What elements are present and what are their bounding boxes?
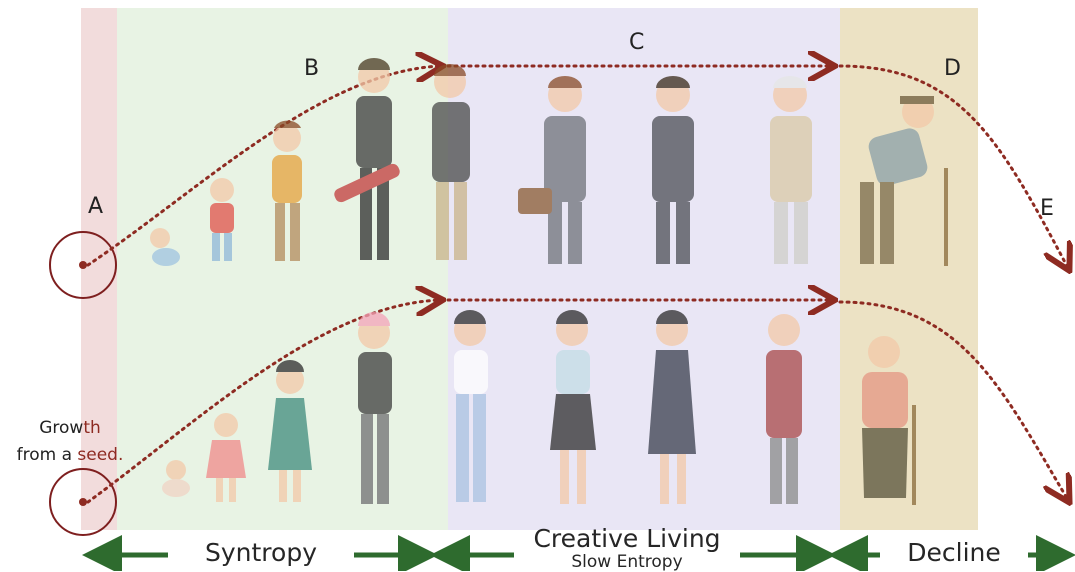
older-woman-figure xyxy=(766,314,802,504)
decline-path-bottom xyxy=(838,300,1068,500)
elderly-woman-with-cane-figure xyxy=(862,336,916,505)
young-woman-figure xyxy=(454,310,488,502)
toddler-girl-figure xyxy=(206,413,246,502)
decline-path-top xyxy=(838,64,1068,268)
phase-label-slow-entropy: Slow Entropy xyxy=(571,552,683,572)
businessman-figure xyxy=(518,76,586,264)
seed-circle-bottom xyxy=(49,468,117,536)
growth-caption-line2: from a seed. xyxy=(16,445,124,465)
teen-boy-figure xyxy=(334,58,400,260)
girl-figure xyxy=(268,360,312,502)
teen-girl-figure xyxy=(358,312,392,504)
woman-in-dress-figure xyxy=(648,310,696,504)
band-a xyxy=(81,8,117,530)
growth-path-top xyxy=(86,66,440,267)
baby-figure xyxy=(150,228,180,266)
young-man-figure xyxy=(432,64,470,260)
growth-caption: Growth from a seed. xyxy=(0,415,140,469)
growth-path-bottom xyxy=(86,300,440,504)
woman-figure xyxy=(550,310,596,504)
growth-caption-line1: Growth xyxy=(39,418,101,438)
phase-label-syntropy: Syntropy xyxy=(205,538,317,567)
phase-label-decline: Decline xyxy=(907,538,1001,567)
elderly-man-with-cane-figure xyxy=(860,96,948,266)
stage-label-a: A xyxy=(88,194,104,219)
boy-figure xyxy=(272,120,302,261)
older-man-figure xyxy=(770,76,812,264)
stage-label-b: B xyxy=(304,56,320,81)
stage-label-c: C xyxy=(629,30,645,55)
stage-label-e: E xyxy=(1040,196,1054,221)
man-on-phone-figure xyxy=(652,76,694,264)
stage-label-d: D xyxy=(944,56,961,81)
seed-circle-top xyxy=(49,231,117,299)
toddler-boy-figure xyxy=(210,178,234,261)
phase-label-creative-living: Creative Living xyxy=(533,524,721,553)
baby-girl-figure xyxy=(162,460,190,497)
